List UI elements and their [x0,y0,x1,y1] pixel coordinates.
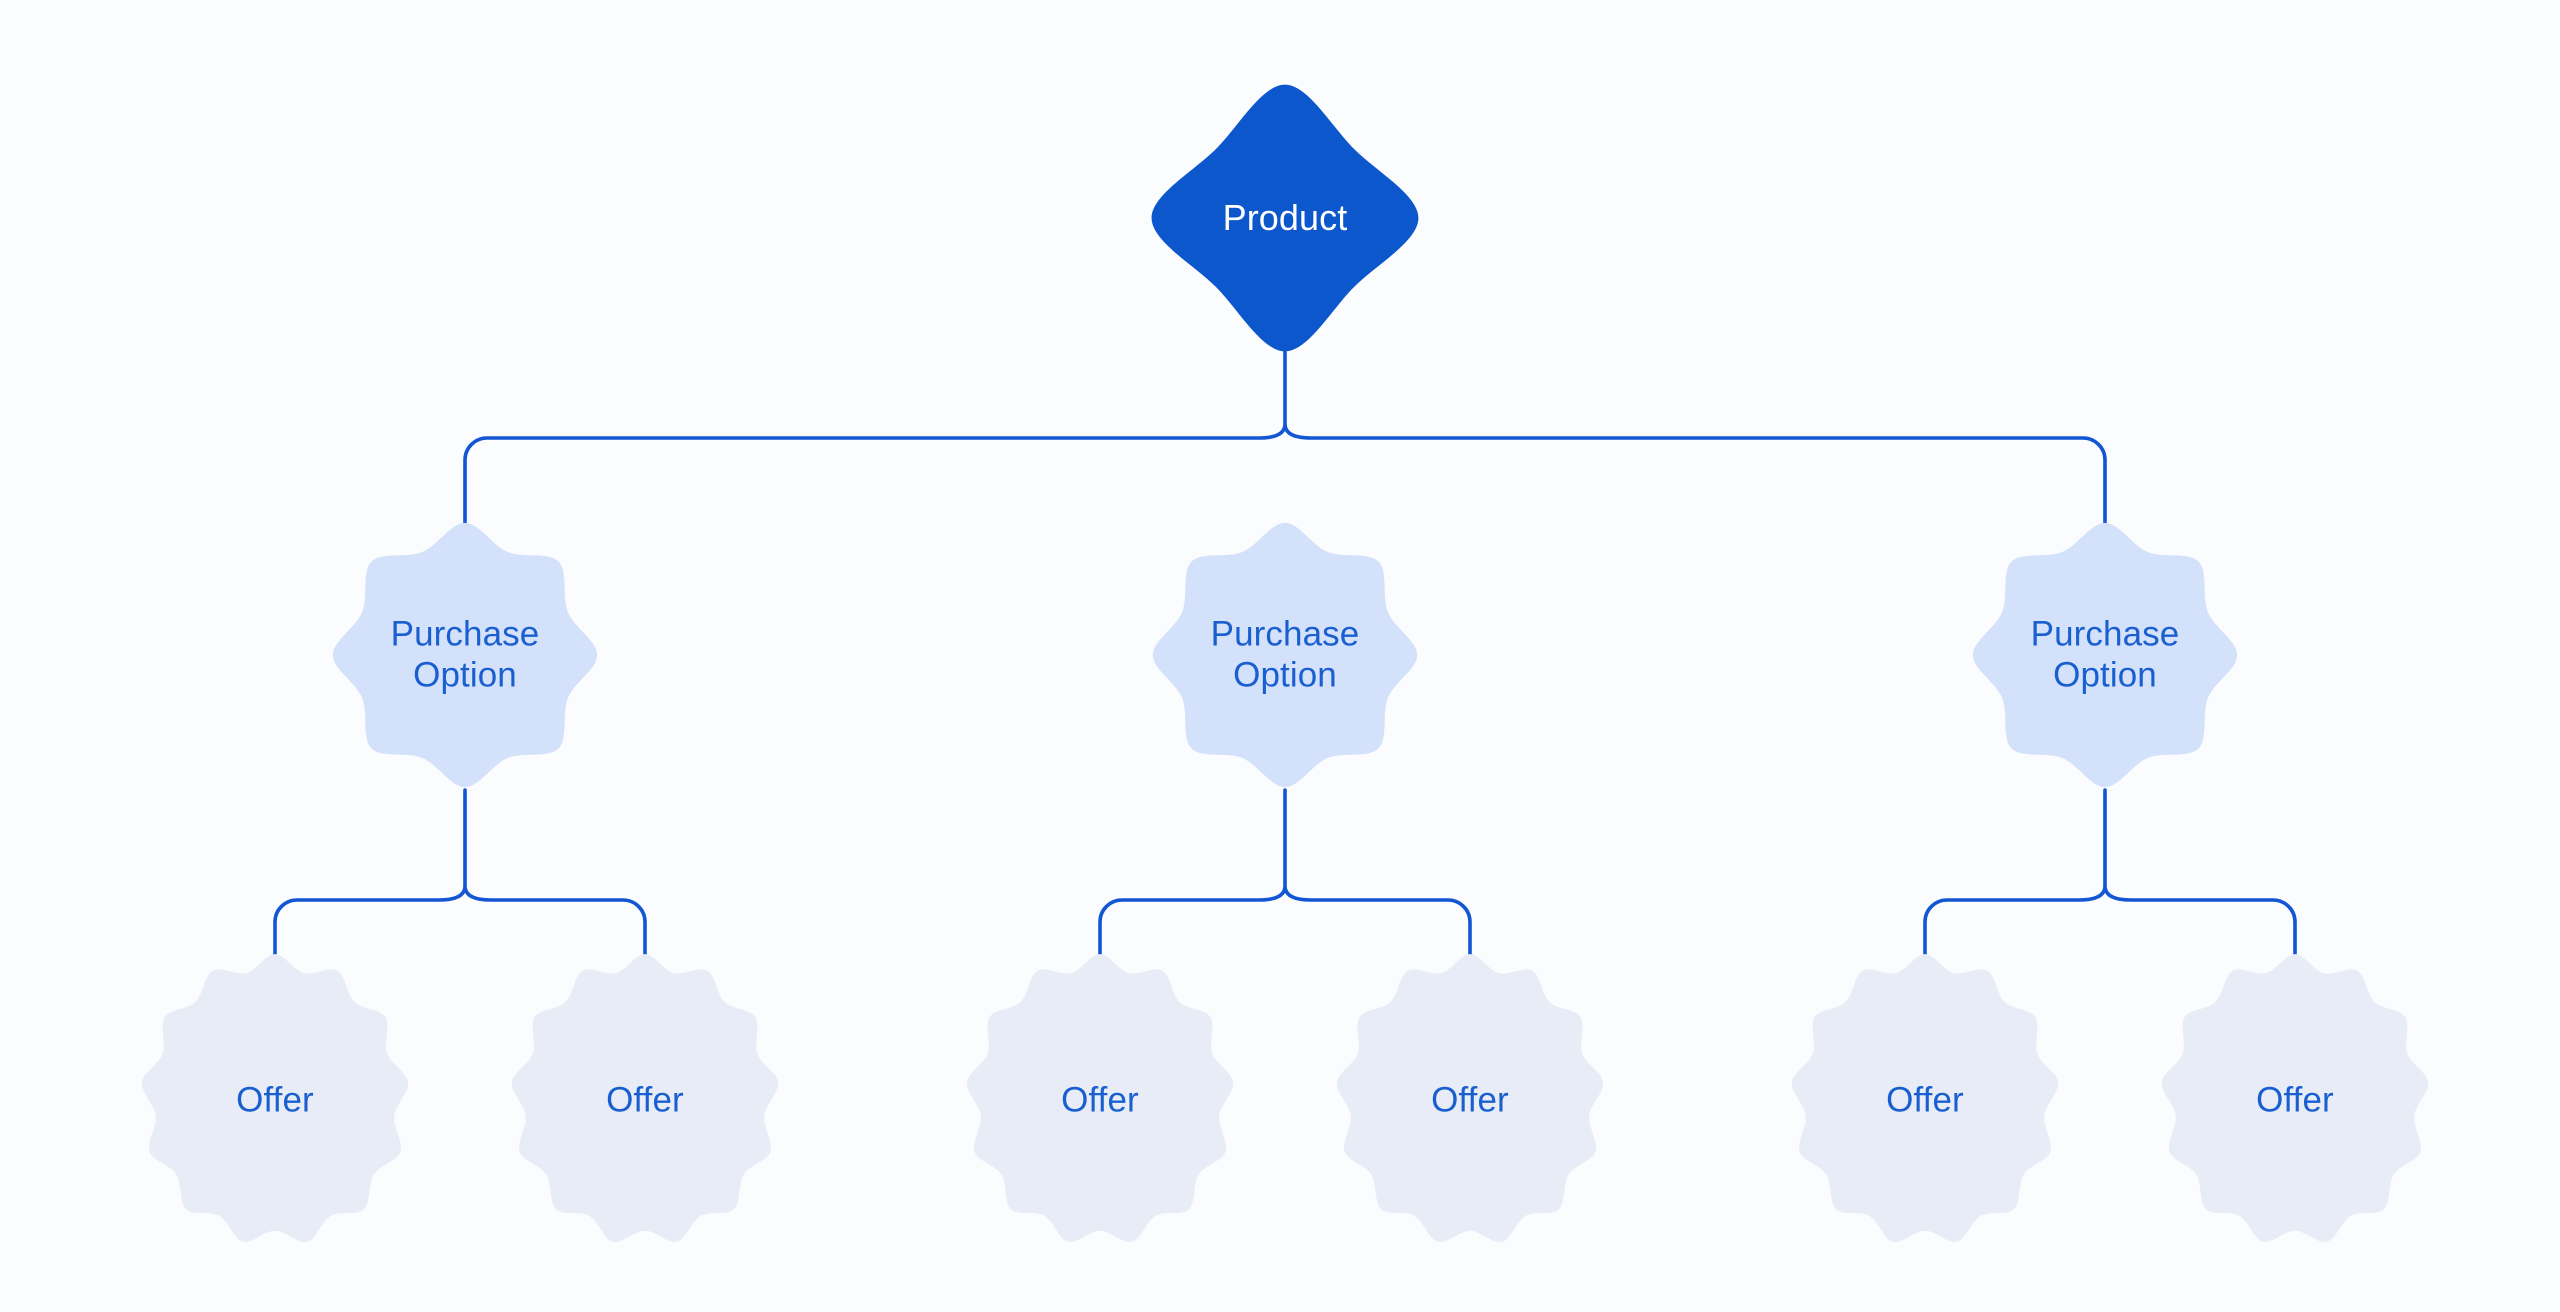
node-purchase-option-3[interactable] [1972,522,2238,788]
node-product[interactable] [1151,84,1419,352]
nodes-layer [141,84,2429,1242]
node-offer-5[interactable] [1791,954,2059,1242]
node-offer-3[interactable] [966,954,1234,1242]
connectors-layer [273,350,2297,972]
node-purchase-option-2[interactable] [1152,522,1418,788]
node-offer-3-hit[interactable] [964,952,1236,1248]
node-purchase-option-3-hit[interactable] [1971,521,2239,789]
node-offer-2-hit[interactable] [509,952,781,1248]
node-purchase-option-2-hit[interactable] [1151,521,1419,789]
node-purchase-option-1-hit[interactable] [331,521,599,789]
node-offer-1[interactable] [141,954,409,1242]
connector-purchase-option-2-to-offers [1098,788,1472,972]
node-offer-4[interactable] [1336,954,1604,1242]
connector-purchase-option-3-to-offers [1923,788,2297,972]
connector-product-to-purchase-options [463,350,2107,532]
node-offer-5-hit[interactable] [1789,952,2061,1248]
node-offer-1-hit[interactable] [139,952,411,1248]
node-offer-6-hit[interactable] [2159,952,2431,1248]
node-offer-2[interactable] [511,954,779,1242]
node-offer-4-hit[interactable] [1334,952,1606,1248]
connector-purchase-option-1-to-offers [273,788,647,972]
node-purchase-option-1[interactable] [332,522,598,788]
node-offer-6[interactable] [2161,954,2429,1242]
node-product-hit[interactable] [1151,84,1419,352]
